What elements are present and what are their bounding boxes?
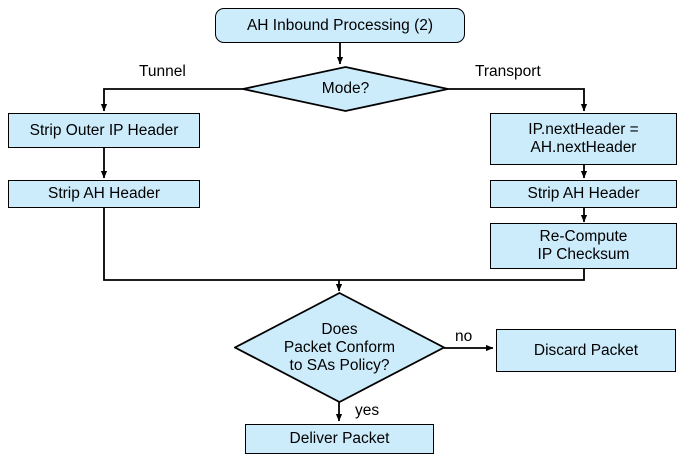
node-strip-outer-ip-header[interactable]: Strip Outer IP Header (8, 113, 200, 148)
node-strip-ah-header-transport-label: Strip AH Header (527, 185, 640, 202)
edge-tunnel-to-merge (103, 208, 339, 281)
edge-tunnel-branch (100, 88, 243, 112)
node-policy-decision[interactable]: Does Packet Conform to SAs Policy? (233, 291, 446, 404)
node-ip-nextheader-assign-label: IP.nextHeader = AH.nextHeader (528, 121, 639, 156)
edge-transport-to-merge (339, 269, 585, 281)
edge-label-no: no (455, 328, 473, 345)
edge-label-yes: yes (355, 402, 380, 419)
node-strip-ah-header-tunnel-label: Strip AH Header (48, 185, 160, 202)
node-deliver-packet[interactable]: Deliver Packet (245, 424, 434, 454)
edge-label-transport: Transport (475, 63, 541, 80)
edge-label-tunnel: Tunnel (139, 63, 186, 80)
node-strip-ah-header-tunnel[interactable]: Strip AH Header (8, 180, 200, 208)
policy-diamond-shape (233, 291, 446, 404)
node-deliver-packet-label: Deliver Packet (289, 430, 390, 447)
node-start-label: AH Inbound Processing (2) (246, 16, 434, 34)
node-recompute-ip-checksum[interactable]: Re-Compute IP Checksum (490, 223, 677, 269)
node-ip-nextheader-assign[interactable]: IP.nextHeader = AH.nextHeader (490, 113, 677, 165)
node-recompute-ip-checksum-label: Re-Compute IP Checksum (537, 228, 630, 263)
edge-transport-branch (448, 88, 588, 112)
node-strip-outer-ip-header-label: Strip Outer IP Header (29, 121, 179, 139)
mode-diamond-shape (242, 66, 449, 112)
node-mode-decision[interactable]: Mode? (242, 66, 449, 112)
node-strip-ah-header-transport[interactable]: Strip AH Header (490, 180, 677, 208)
node-discard-packet-label: Discard Packet (533, 341, 639, 359)
node-discard-packet[interactable]: Discard Packet (496, 329, 676, 372)
node-start[interactable]: AH Inbound Processing (2) (215, 8, 465, 43)
